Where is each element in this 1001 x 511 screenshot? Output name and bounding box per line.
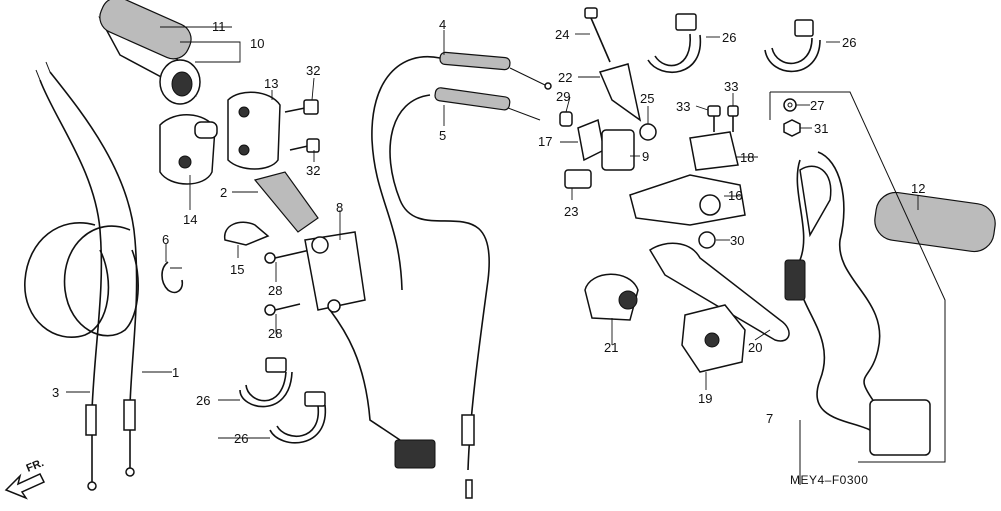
nut-30 [698, 231, 716, 249]
callout-26-d: 26 [234, 431, 248, 446]
throttle-grip [98, 0, 201, 105]
callout-20: 20 [748, 340, 762, 355]
master-cylinder [681, 304, 746, 373]
cable-clamp [161, 261, 184, 294]
clamp-18 [689, 131, 739, 171]
clutch-cable-a [371, 51, 552, 291]
bolt-33-right [727, 105, 739, 132]
cable-band-left-lower [269, 391, 326, 444]
cable-band-right-b [764, 19, 821, 73]
lever-perch [584, 273, 639, 321]
callout-22: 22 [558, 70, 572, 85]
callout-33-a: 33 [676, 99, 690, 114]
throttle-cable-pull [35, 69, 103, 491]
handle-grip-left [874, 191, 996, 253]
switch-body-17 [577, 118, 605, 162]
diagram-code: MEY4–F0300 [790, 473, 868, 487]
callout-5: 5 [439, 128, 446, 143]
clutch-cable-b [389, 87, 541, 499]
lever-pivot-bracket [598, 63, 642, 122]
callout-10: 10 [250, 36, 264, 51]
callout-24: 24 [555, 27, 569, 42]
front-direction-arrow: FR. [4, 457, 46, 500]
lever-bracket-16 [629, 174, 746, 226]
callout-26-c: 26 [196, 393, 210, 408]
callout-7: 7 [766, 411, 773, 426]
callout-15: 15 [230, 262, 244, 277]
callout-labels: 1 2 3 4 5 6 7 8 9 10 11 12 13 14 15 16 1… [52, 17, 925, 446]
callout-9: 9 [642, 149, 649, 164]
callout-26-b: 26 [842, 35, 856, 50]
bolt-33-left [707, 105, 721, 132]
throttle-housing-upper [227, 91, 281, 170]
callout-2: 2 [220, 185, 227, 200]
callout-19: 19 [698, 391, 712, 406]
callout-8: 8 [336, 200, 343, 215]
callout-23: 23 [564, 204, 578, 219]
callout-32-a: 32 [306, 63, 320, 78]
lever-nut [639, 123, 657, 141]
washer-27 [783, 98, 797, 112]
callout-25: 25 [640, 91, 654, 106]
callout-11: 11 [212, 19, 226, 34]
callout-16: 16 [728, 188, 742, 203]
callout-26-a: 26 [722, 30, 736, 45]
callout-27: 27 [810, 98, 824, 113]
small-screw-29 [559, 111, 573, 127]
screw-upper [284, 99, 319, 115]
cable-coil-loop [24, 222, 139, 338]
screw-lower [289, 138, 320, 153]
callout-30: 30 [730, 233, 744, 248]
switch-screw-lower [264, 303, 301, 316]
callout-31: 31 [814, 121, 828, 136]
switch-harness [769, 91, 946, 485]
callout-32-b: 32 [306, 163, 320, 178]
nut-31 [783, 119, 801, 137]
callout-13: 13 [264, 76, 278, 91]
engine-stop-switch [304, 231, 436, 469]
callout-17: 17 [538, 134, 552, 149]
callout-28-a: 28 [268, 283, 282, 298]
connector-23 [564, 169, 592, 189]
callout-3: 3 [52, 385, 59, 400]
callout-33-b: 33 [724, 79, 738, 94]
throttle-housing-lower [159, 114, 218, 185]
callout-6: 6 [162, 232, 169, 247]
throttle-cable-return [45, 61, 138, 477]
callout-21: 21 [604, 340, 618, 355]
cable-band-right-a [647, 13, 701, 73]
callout-1: 1 [172, 365, 179, 380]
front-direction-label: FR. [25, 457, 46, 475]
callout-14: 14 [183, 212, 197, 227]
callout-18: 18 [740, 150, 754, 165]
housing-clip [224, 221, 270, 246]
switch-9 [601, 129, 635, 171]
callout-12: 12 [911, 181, 925, 196]
lever-bolt [584, 7, 611, 63]
callout-29: 29 [556, 89, 570, 104]
clutch-lever [648, 242, 790, 342]
cable-sleeve [253, 171, 319, 233]
leader-lines [66, 26, 919, 439]
callout-4: 4 [439, 17, 446, 32]
switch-screw-upper [264, 249, 311, 264]
cable-band-left-upper [239, 357, 293, 408]
callout-28-b: 28 [268, 326, 282, 341]
